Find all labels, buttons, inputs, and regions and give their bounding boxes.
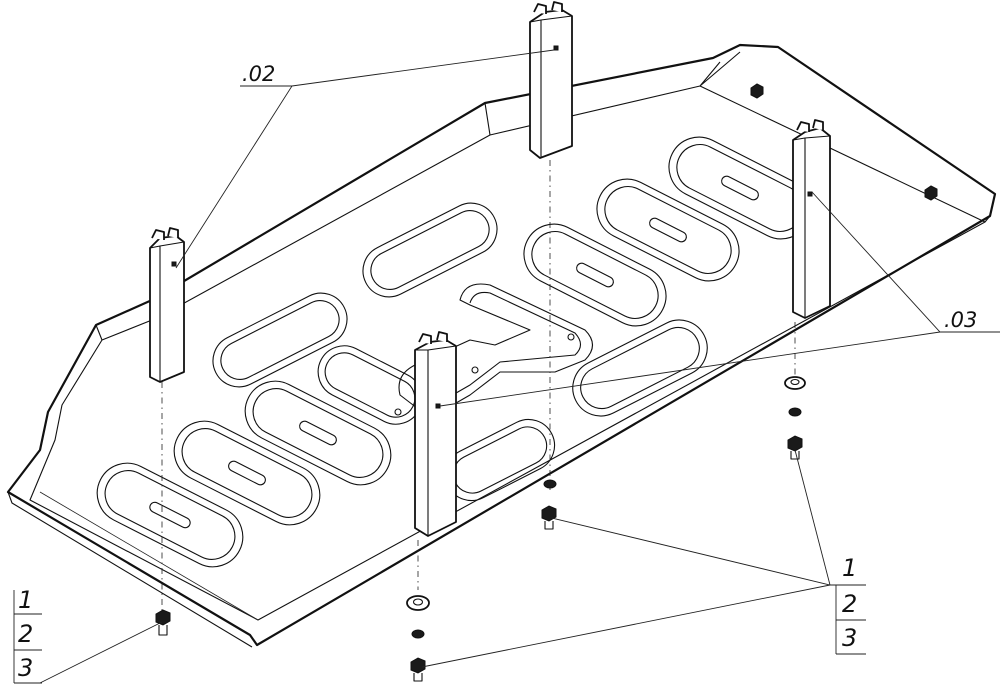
- stamping-6: [317, 345, 423, 425]
- center-lines: [161, 160, 796, 615]
- stamping-4: [212, 292, 348, 388]
- callout-03-text: .03: [944, 308, 977, 332]
- stack-right-item-3: 3: [842, 624, 857, 652]
- plate-inner-rim: [29, 85, 986, 621]
- callout-02-text: .02: [242, 62, 275, 86]
- central-recess: [398, 283, 594, 419]
- stamping-3: [244, 380, 392, 486]
- central-recess-inner: [429, 291, 582, 409]
- stamping-9: [596, 178, 740, 282]
- stack-right-item-2: 2: [842, 590, 857, 618]
- fastener-center: [541, 479, 557, 530]
- plate-bend-line: [39, 491, 259, 621]
- flange-bolt-2: [924, 185, 938, 201]
- flange-bolt-1: [750, 83, 764, 99]
- leader-lines: [39, 49, 1000, 684]
- bracket-top: [529, 1, 573, 159]
- callout-03: .03: [944, 308, 977, 332]
- bracket-right: [792, 119, 831, 319]
- stack-right: 1 2 3: [830, 554, 866, 655]
- stamping-1: [96, 462, 244, 568]
- fastener-front: [406, 595, 430, 682]
- plate-front-edge: [7, 491, 253, 648]
- stamping-2: [173, 420, 321, 526]
- plate-right-crease: [699, 51, 991, 223]
- stamping-8: [523, 223, 667, 327]
- plate-hole-3: [394, 408, 402, 416]
- fastener-right: [784, 376, 806, 460]
- fastener-left: [155, 609, 171, 636]
- stack-left-item-1: 1: [18, 586, 33, 614]
- bracket-left: [149, 227, 185, 383]
- stack-left: 1 2 3: [13, 586, 42, 684]
- bracket-front: [414, 331, 457, 537]
- stamping-5: [362, 202, 498, 298]
- skid-plate: [6, 43, 997, 648]
- stack-left-item-2: 2: [18, 620, 33, 648]
- stack-left-item-3: 3: [18, 654, 33, 682]
- stamping-11: [572, 319, 708, 417]
- plate-hole-1: [567, 333, 575, 341]
- plate-outline: [6, 43, 997, 647]
- callout-02: .02: [242, 62, 275, 86]
- plate-hole-2: [471, 366, 479, 374]
- stack-right-item-1: 1: [842, 554, 857, 582]
